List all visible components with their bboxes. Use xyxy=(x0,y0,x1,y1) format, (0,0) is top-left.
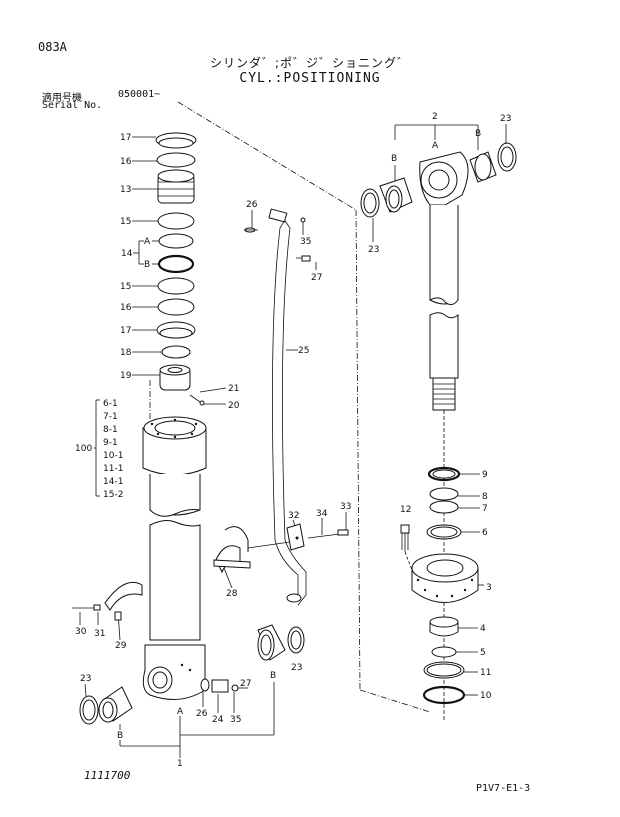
callout-12: 12 xyxy=(400,505,411,515)
callout-28: 28 xyxy=(226,589,238,599)
ring-9 xyxy=(427,466,461,482)
ring-7 xyxy=(429,500,459,514)
callout-27-low: 27 xyxy=(240,679,251,689)
svg-text:11-1: 11-1 xyxy=(103,464,123,474)
bottom-assembly-bracket: A 1 xyxy=(120,707,274,769)
callout-5: 5 xyxy=(480,648,486,658)
ring-15-bottom xyxy=(157,277,195,295)
callout-23-rl: 23 xyxy=(368,245,379,255)
callout-32: 32 xyxy=(288,511,299,521)
pipe-25: 25 xyxy=(268,208,309,606)
cylinder-tube xyxy=(142,416,207,700)
ring-18 xyxy=(161,345,191,359)
callout-11: 11 xyxy=(480,668,491,678)
callout-13: 13 xyxy=(120,185,131,195)
svg-text:9-1: 9-1 xyxy=(103,438,118,448)
callout-30: 30 xyxy=(75,627,87,637)
callout-26-top: 26 xyxy=(246,200,258,210)
letter-b-right: B xyxy=(475,129,481,139)
callout-8: 8 xyxy=(482,492,488,502)
letter-b-bc: B xyxy=(270,671,276,681)
title-english: CYL.:POSITIONING xyxy=(239,71,381,86)
callout-18: 18 xyxy=(120,348,132,358)
svg-text:10-1: 10-1 xyxy=(103,451,123,461)
callout-24: 24 xyxy=(212,715,224,725)
right-seal-stack: 9 8 7 6 3 4 5 11 10 12 xyxy=(400,410,492,720)
callout-14: 14 xyxy=(121,249,133,259)
serial-label-jp: 適用号機 xyxy=(42,93,82,104)
letter-a-bottom: A xyxy=(177,707,184,717)
screw-20-21: 21 20 xyxy=(189,384,240,411)
callout-29: 29 xyxy=(115,641,127,651)
callout-9: 9 xyxy=(482,470,488,480)
ring-8 xyxy=(429,487,459,501)
svg-text:6-1: 6-1 xyxy=(103,399,118,409)
svg-text:8-1: 8-1 xyxy=(103,425,118,435)
callout-16a: 16 xyxy=(120,157,132,167)
letter-b-left: B xyxy=(391,154,397,164)
ring-17-top-inner xyxy=(158,137,194,149)
callout-23-rr: 23 xyxy=(500,114,511,124)
piston-rod: 2 A B B 23 23 xyxy=(360,112,517,411)
clamp-bands: 28 30 31 29 xyxy=(72,526,291,651)
callout-17b: 17 xyxy=(120,326,131,336)
ring-15-top xyxy=(157,212,195,230)
callout-35-low: 35 xyxy=(230,715,241,725)
callout-20: 20 xyxy=(228,401,240,411)
callout-15a: 15 xyxy=(120,217,131,227)
tube-group-bracket: 100 6-1 7-1 8-1 9-1 10-1 11-1 14-1 15-2 xyxy=(75,399,123,500)
callout-21: 21 xyxy=(228,384,239,394)
callout-7: 7 xyxy=(482,504,488,514)
svg-text:7-1: 7-1 xyxy=(103,412,118,422)
callout-100: 100 xyxy=(75,444,92,454)
serial-number: 050001~ xyxy=(118,89,161,100)
letter-b-14: B xyxy=(144,260,150,270)
letter-a-14: A xyxy=(144,237,151,247)
upper-fittings: 26 35 27 xyxy=(244,200,322,283)
bushing-4 xyxy=(429,616,459,628)
letter-a-top: A xyxy=(432,141,439,151)
callout-35-top: 35 xyxy=(300,237,311,247)
callout-33: 33 xyxy=(340,502,351,512)
page-code: 083A xyxy=(38,40,67,54)
lower-fittings: 26 24 35 27 xyxy=(196,678,251,725)
callout-17a: 17 xyxy=(120,133,131,143)
callout-3: 3 xyxy=(486,583,492,593)
ring-14b xyxy=(157,254,195,274)
callout-34: 34 xyxy=(316,509,328,519)
callout-23-bc: 23 xyxy=(291,663,302,673)
callout-27-top: 27 xyxy=(311,273,322,283)
letter-b-bl: B xyxy=(117,731,123,741)
svg-text:14-1: 14-1 xyxy=(103,477,123,487)
callout-25: 25 xyxy=(298,346,309,356)
callout-15b: 15 xyxy=(120,282,131,292)
serial-label-en: Serial No. xyxy=(42,100,103,111)
callout-31: 31 xyxy=(94,629,105,639)
footer-drawing-number: 1111700 xyxy=(84,769,131,782)
callout-1: 1 xyxy=(177,759,183,769)
callout-10: 10 xyxy=(480,691,492,701)
lower-center-bushing: 23 B xyxy=(257,624,305,735)
callout-23-bl: 23 xyxy=(80,674,91,684)
callout-26-low: 26 xyxy=(196,709,208,719)
callout-2: 2 xyxy=(432,112,438,122)
left-callout-labels: 17 16 13 15 14 A B 15 16 17 18 19 xyxy=(120,133,162,381)
left-seal-stack xyxy=(155,132,197,391)
callout-19: 19 xyxy=(120,371,132,381)
footer-page-ref: P1V7-E1-3 xyxy=(476,783,531,794)
callout-16b: 16 xyxy=(120,303,132,313)
ring-5 xyxy=(431,646,457,658)
title-japanese: シリンダ゛;ポ゛ジ゛ショニング゛ xyxy=(209,56,411,70)
svg-text:15-2: 15-2 xyxy=(103,490,123,500)
ring-14a xyxy=(158,233,194,249)
pipe-clamp-32: 32 34 33 xyxy=(286,502,351,551)
lower-left-bushing: 23 B xyxy=(79,674,133,746)
callout-6: 6 xyxy=(482,528,488,538)
ring-16-bottom xyxy=(157,298,195,316)
ring-16-top xyxy=(156,152,196,168)
callout-4: 4 xyxy=(480,624,486,634)
